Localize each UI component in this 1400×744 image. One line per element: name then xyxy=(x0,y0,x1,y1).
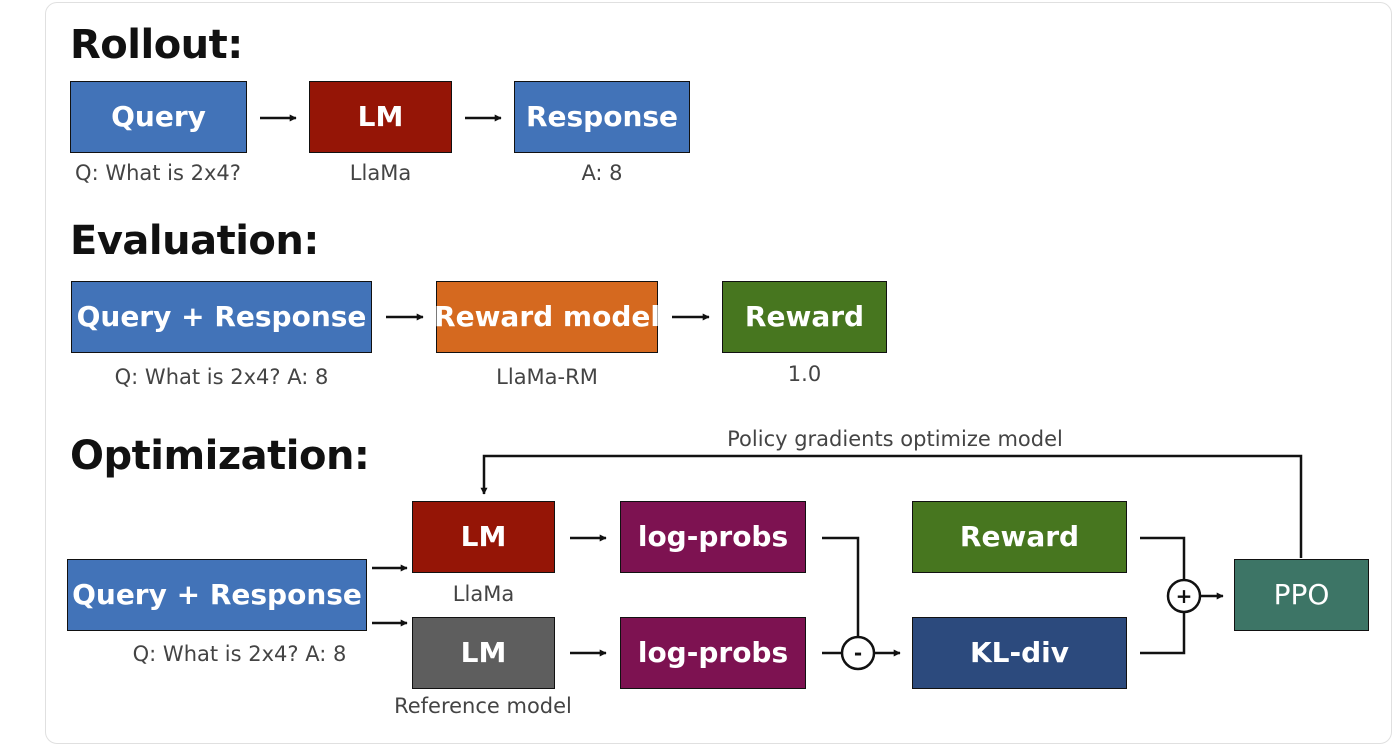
policy-gradients-label: Policy gradients optimize model xyxy=(727,427,1063,451)
evaluation-query-response-caption: Q: What is 2x4? A: 8 xyxy=(114,365,329,389)
evaluation-reward-model-caption: LlaMa-RM xyxy=(496,365,598,389)
diagram-connectors: - + xyxy=(260,114,1303,671)
logprobs-bottom-box: log-probs xyxy=(620,617,806,689)
rollout-heading: Rollout: xyxy=(70,22,243,68)
rollout-query-caption: Q: What is 2x4? xyxy=(75,161,241,185)
optimization-query-response-box: Query + Response xyxy=(67,559,367,631)
evaluation-reward-model-box: Reward model xyxy=(434,281,660,353)
optimization-lm-caption: LlaMa xyxy=(452,582,515,606)
wire-logprobs-top-to-minus xyxy=(822,536,860,637)
minus-operator xyxy=(840,635,876,671)
plus-operator xyxy=(1166,578,1202,614)
rollout-query-box: Query xyxy=(70,81,247,153)
kl-div-box: KL-div xyxy=(912,617,1127,689)
optimization-reward-box: Reward xyxy=(912,501,1127,573)
logprobs-top-box: log-probs xyxy=(620,501,806,573)
optimization-lm-box: LM xyxy=(412,501,555,573)
evaluation-reward-box: Reward xyxy=(722,281,887,353)
optimization-heading: Optimization: xyxy=(70,433,370,479)
minus-operator-symbol: - xyxy=(854,641,862,665)
optimization-reference-lm-caption: Reference model xyxy=(394,694,572,718)
ppo-box: PPO xyxy=(1234,559,1369,631)
evaluation-heading: Evaluation: xyxy=(70,218,319,264)
rollout-response-box: Response xyxy=(514,81,690,153)
plus-operator-symbol: + xyxy=(1176,584,1193,608)
wire-kl-to-plus xyxy=(1140,612,1186,655)
optimization-query-response-caption: Q: What is 2x4? A: 8 xyxy=(132,642,347,666)
optimization-reference-lm-box: LM xyxy=(412,617,555,689)
rollout-lm-caption: LlaMa xyxy=(349,161,412,185)
rollout-lm-box: LM xyxy=(309,81,452,153)
wire-reward-to-plus xyxy=(1140,536,1186,580)
evaluation-query-response-box: Query + Response xyxy=(71,281,372,353)
rollout-response-caption: A: 8 xyxy=(581,161,623,185)
evaluation-reward-caption: 1.0 xyxy=(787,362,822,386)
feedback-arrow xyxy=(480,454,1303,558)
